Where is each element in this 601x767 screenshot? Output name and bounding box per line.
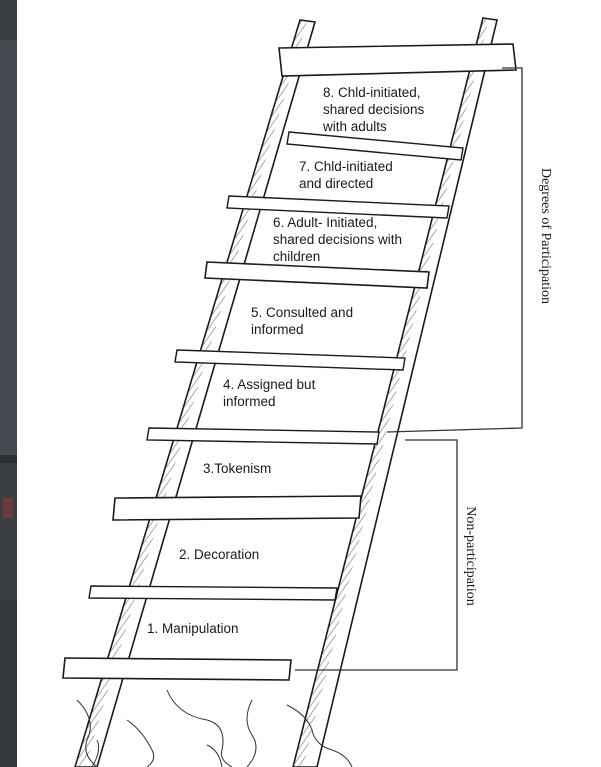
rung-4 [174, 349, 406, 371]
ladder-diagram: 8. Chld-initiated, shared decisions with… [17, 0, 601, 767]
rung-label-4: 4. Assigned but informed [223, 377, 316, 409]
rung-board-top [278, 43, 517, 77]
rung-1 [88, 585, 338, 601]
rung-label-3: 3.Tokenism [203, 461, 272, 476]
rung-label-5: 5. Consulted and informed [251, 305, 354, 337]
degrees-of-participation-label: Degrees of Participation [538, 167, 553, 305]
rung-label-2: 2. Decoration [179, 547, 260, 562]
ladder-illustration [62, 17, 523, 767]
rung-3 [146, 427, 380, 445]
rung-board-5 [204, 261, 430, 289]
rung-board-2 [112, 495, 362, 521]
rung-label-6: 6. Adult- Initiated, shared decisions wi… [273, 215, 403, 264]
ground-sketch [76, 689, 353, 767]
participation-bracket [386, 67, 523, 433]
rung-6 [226, 195, 450, 219]
rung-board-bottom [62, 657, 292, 681]
non-participation-label: Non-participation [463, 506, 478, 606]
non-participation-bracket [295, 439, 458, 671]
rung-label-8: 8. Chld-initiated, shared decisions with… [323, 85, 425, 134]
rung-label-7: 7. Chld-initiated and directed [299, 159, 393, 191]
rung-label-1: 1. Manipulation [147, 621, 239, 636]
rung-7 [286, 131, 464, 161]
